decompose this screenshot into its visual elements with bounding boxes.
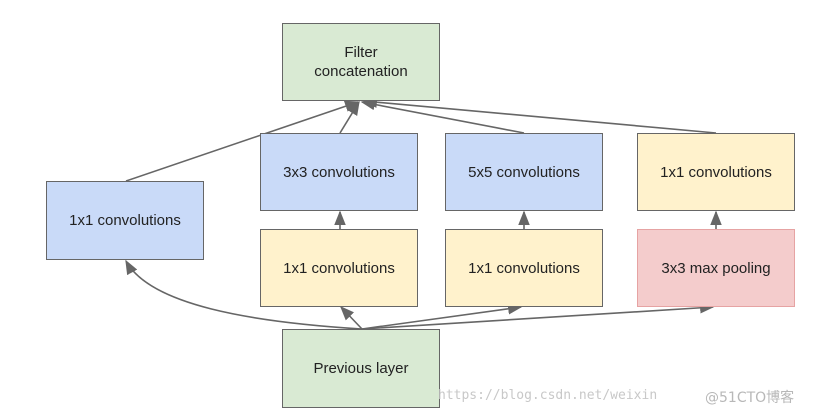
left-1x1-conv-label: 1x1 convolutions <box>69 212 181 229</box>
edge-conv3x3-to-concat <box>339 100 360 134</box>
right-1x1-conv-node: 1x1 convolutions <box>637 133 795 211</box>
previous-layer-label: Previous layer <box>313 360 409 377</box>
conv3x3-node: 3x3 convolutions <box>260 133 418 211</box>
watermark-url: https://blog.csdn.net/weixin <box>438 388 658 403</box>
left-1x1-conv-node: 1x1 convolutions <box>46 181 204 260</box>
max-pooling-node: 3x3 max pooling <box>637 229 795 307</box>
edge-conv5x5-to-concat <box>360 98 525 134</box>
reduce-1x1-conv-a-node: 1x1 convolutions <box>260 229 418 307</box>
max-pooling-label: 3x3 max pooling <box>661 259 771 277</box>
previous-layer-node: Previous layer <box>282 329 440 408</box>
right-1x1-conv-label: 1x1 convolutions <box>660 163 772 181</box>
conv5x5-node: 5x5 convolutions <box>445 133 603 211</box>
reduce-1x1-conv-b-node: 1x1 convolutions <box>445 229 603 307</box>
filter-concatenation-node: Filter concatenation <box>282 23 440 101</box>
edge-prev-to-maxpool <box>361 302 715 330</box>
reduce-1x1-conv-b-label: 1x1 convolutions <box>468 259 580 277</box>
conv5x5-label: 5x5 convolutions <box>468 163 580 181</box>
reduce-1x1-conv-a-label: 1x1 convolutions <box>283 259 395 277</box>
edge-right1x1-to-concat <box>362 96 717 134</box>
watermark-site: @51CTO博客 <box>705 390 795 406</box>
filter-concatenation-label: Filter concatenation <box>314 44 408 80</box>
edge-left1x1-to-concat <box>125 100 360 182</box>
edge-prev-to-reduceA <box>340 305 363 330</box>
edge-prev-to-reduceB <box>361 303 523 330</box>
edge-prev-to-left1x1 <box>125 259 363 330</box>
conv3x3-label: 3x3 convolutions <box>283 163 395 181</box>
